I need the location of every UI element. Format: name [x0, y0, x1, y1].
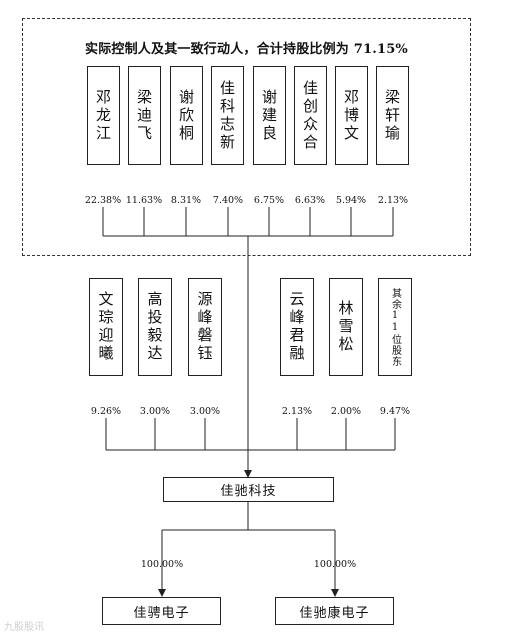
- shareholder-box: 源峰磐钰: [188, 278, 222, 376]
- subsidiary-box: 佳骋电子: [102, 597, 221, 625]
- shareholder-box: 高投毅达: [138, 278, 172, 376]
- shareholding-pct: 9.26%: [90, 406, 122, 417]
- watermark: 九股股讯: [4, 622, 44, 633]
- controller-group-title: 实际控制人及其一致行动人，合计持股比例为 71.15%: [85, 42, 408, 57]
- shareholding-pct: 5.94%: [335, 195, 367, 206]
- shareholding-pct: 3.00%: [189, 406, 221, 417]
- shareholding-pct: 2.13%: [377, 195, 409, 206]
- shareholder-box: 云峰君融: [280, 278, 314, 376]
- company-box: 佳驰科技: [163, 477, 334, 502]
- shareholder-box: 佳科志新: [211, 66, 244, 165]
- shareholder-box: 文琮迎曦: [89, 278, 123, 376]
- subsidiary-box: 佳驰康电子: [275, 597, 394, 625]
- shareholder-box: 梁迪飞: [128, 66, 161, 165]
- shareholder-box: 邓龙江: [87, 66, 120, 165]
- shareholder-box: 邓博文: [335, 66, 368, 165]
- shareholding-pct: 9.47%: [379, 406, 411, 417]
- shareholding-pct: 8.31%: [170, 195, 202, 206]
- shareholding-pct: 3.00%: [139, 406, 171, 417]
- shareholding-pct: 6.63%: [294, 195, 326, 206]
- shareholding-pct: 11.63%: [125, 195, 163, 206]
- shareholding-pct: 2.00%: [330, 406, 362, 417]
- shareholding-pct: 6.75%: [253, 195, 285, 206]
- shareholder-box: 谢欣桐: [170, 66, 203, 165]
- shareholder-box: 林雪松: [329, 278, 363, 376]
- subsidiary-pct: 100.00%: [313, 559, 357, 570]
- shareholding-pct: 22.38%: [84, 195, 122, 206]
- shareholding-pct: 2.13%: [281, 406, 313, 417]
- subsidiary-pct: 100.00%: [140, 559, 184, 570]
- shareholder-box: 佳创众合: [294, 66, 327, 165]
- controller-group-frame: [22, 18, 471, 256]
- shareholding-pct: 7.40%: [212, 195, 244, 206]
- shareholder-box: 其余11位股东: [378, 278, 412, 376]
- shareholder-box: 梁轩瑜: [376, 66, 409, 165]
- shareholder-box: 谢建良: [253, 66, 286, 165]
